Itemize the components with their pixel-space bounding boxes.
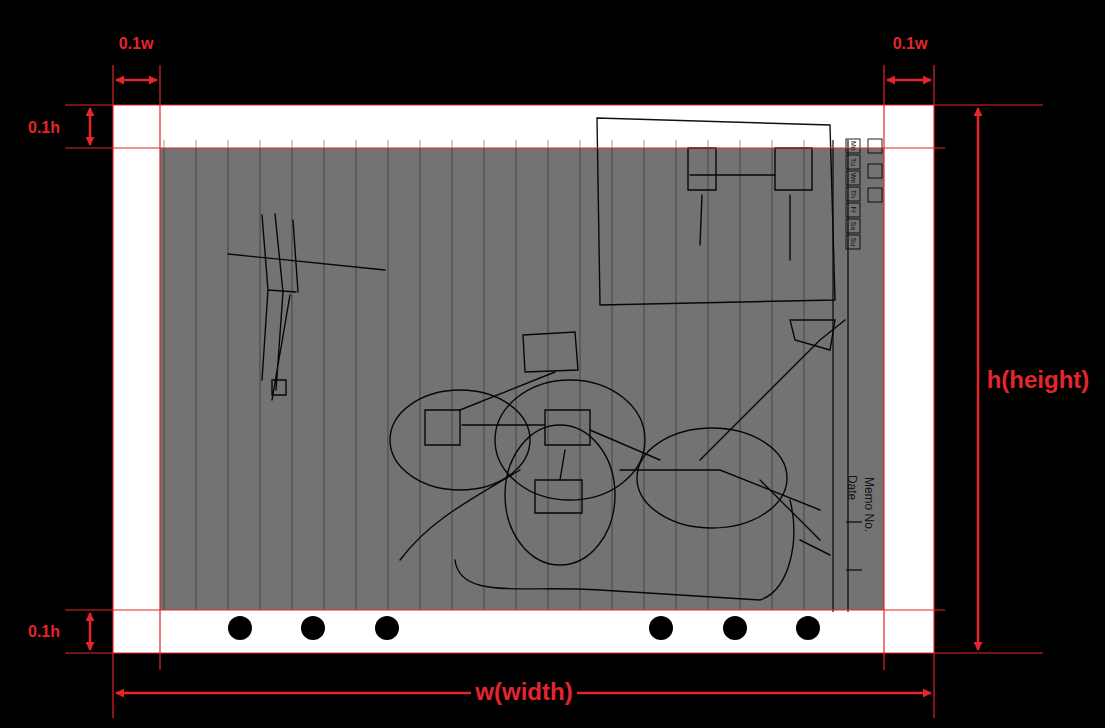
weekday-label: Tu: [849, 158, 857, 166]
weekday-label: We: [849, 173, 857, 183]
weekday-label: Mo: [849, 141, 857, 151]
content-area: [160, 148, 884, 610]
printed-label: Memo No.: [862, 477, 875, 532]
weekday-label: Fr: [849, 207, 857, 214]
dimension-arrows: [90, 80, 978, 693]
notebook-page: [113, 105, 934, 653]
dimension-label: h(height): [983, 367, 1094, 393]
punch-holes: [228, 616, 820, 640]
weekday-label: Th: [849, 190, 857, 198]
dimension-label: w(width): [471, 679, 576, 705]
dimension-label: 0.1h: [28, 119, 60, 137]
dimension-label: 0.1w: [119, 35, 154, 53]
guide-lines: [65, 65, 1043, 718]
weekday-label: Sa: [849, 222, 857, 231]
printed-label: Date: [845, 475, 858, 500]
weekday-label: Su: [849, 238, 857, 247]
dimension-label: 0.1h: [28, 623, 60, 641]
dimension-label: 0.1w: [893, 35, 928, 53]
